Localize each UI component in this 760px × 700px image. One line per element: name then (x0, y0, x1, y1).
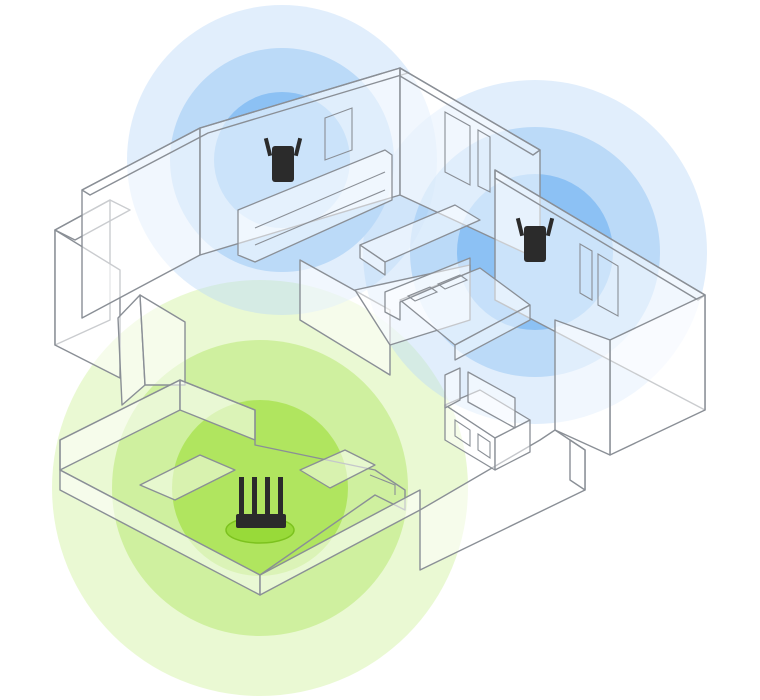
tv-stand-side (494, 419, 531, 471)
extender-2-antenna-right (545, 217, 555, 237)
window-partition (444, 111, 471, 186)
extender-1-body (272, 146, 294, 182)
bed-headboard (384, 257, 471, 321)
extender-2-body (524, 226, 546, 262)
desk-front (359, 244, 386, 276)
bed-pillow-1 (406, 286, 439, 302)
window-partition-2 (477, 129, 491, 193)
furniture (139, 107, 619, 501)
bedroom-doorway (444, 367, 461, 409)
router-antenna-4 (278, 477, 283, 519)
router-antenna-2 (252, 477, 257, 519)
router-antenna-3 (265, 477, 270, 519)
router-room-counter (299, 449, 376, 489)
extender-2-antenna-left (515, 217, 525, 237)
tv-screen (467, 371, 516, 429)
router-room-shelf (369, 474, 396, 495)
extender-icon (263, 137, 303, 182)
living-room-sideboard (237, 149, 393, 263)
floor-plan (54, 67, 706, 596)
bed-pillow-2 (436, 274, 469, 290)
router-body (236, 514, 286, 528)
bedroom-window-1 (579, 243, 593, 301)
tv-stand-drawer-2 (477, 432, 491, 460)
extender-icon (515, 217, 555, 262)
wall-picture-left (324, 107, 353, 161)
extender-1-antenna-left (263, 137, 273, 157)
bedroom-partition-top (399, 67, 541, 156)
router-antenna-1 (239, 477, 244, 519)
router-room-cabinet (139, 454, 236, 501)
bed-base (454, 304, 531, 361)
lower-right-side-wall (569, 439, 586, 491)
router-coverage-ring-inner (172, 400, 348, 576)
extender-1-antenna-right (293, 137, 303, 157)
sideboard-shelf (254, 171, 386, 246)
tv-stand-drawer-1 (454, 418, 471, 448)
bedroom-window-2 (597, 253, 619, 317)
router-icon (225, 477, 295, 544)
